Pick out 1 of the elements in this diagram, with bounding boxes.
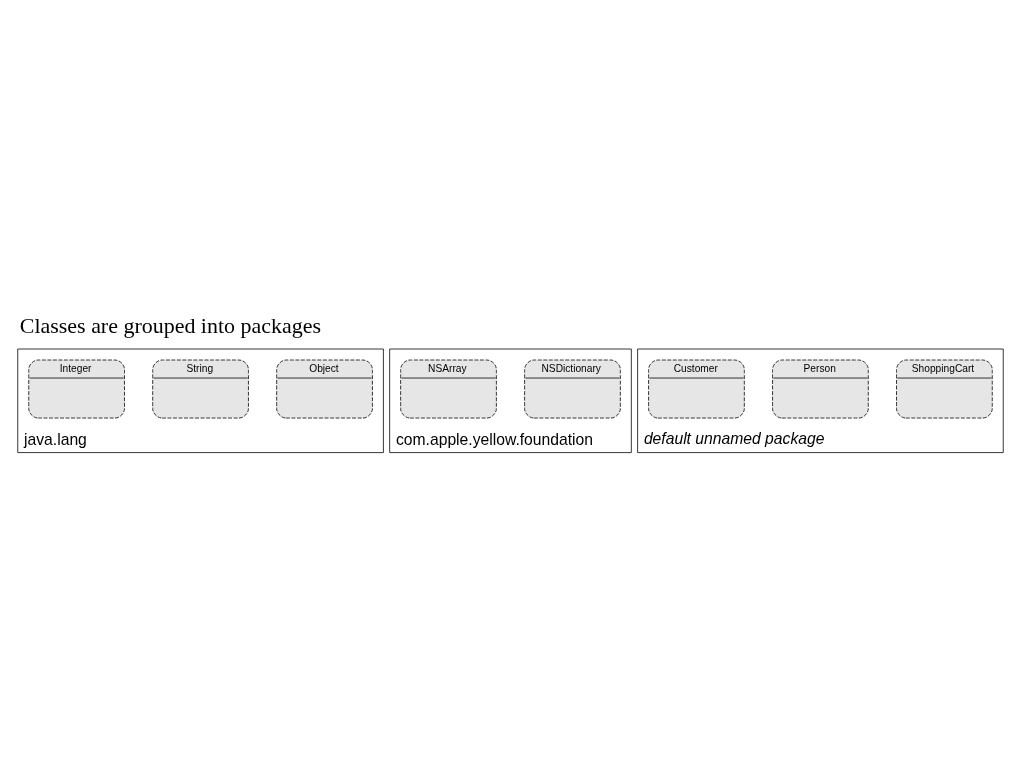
diagram-title: Classes are grouped into packages — [19, 312, 321, 338]
